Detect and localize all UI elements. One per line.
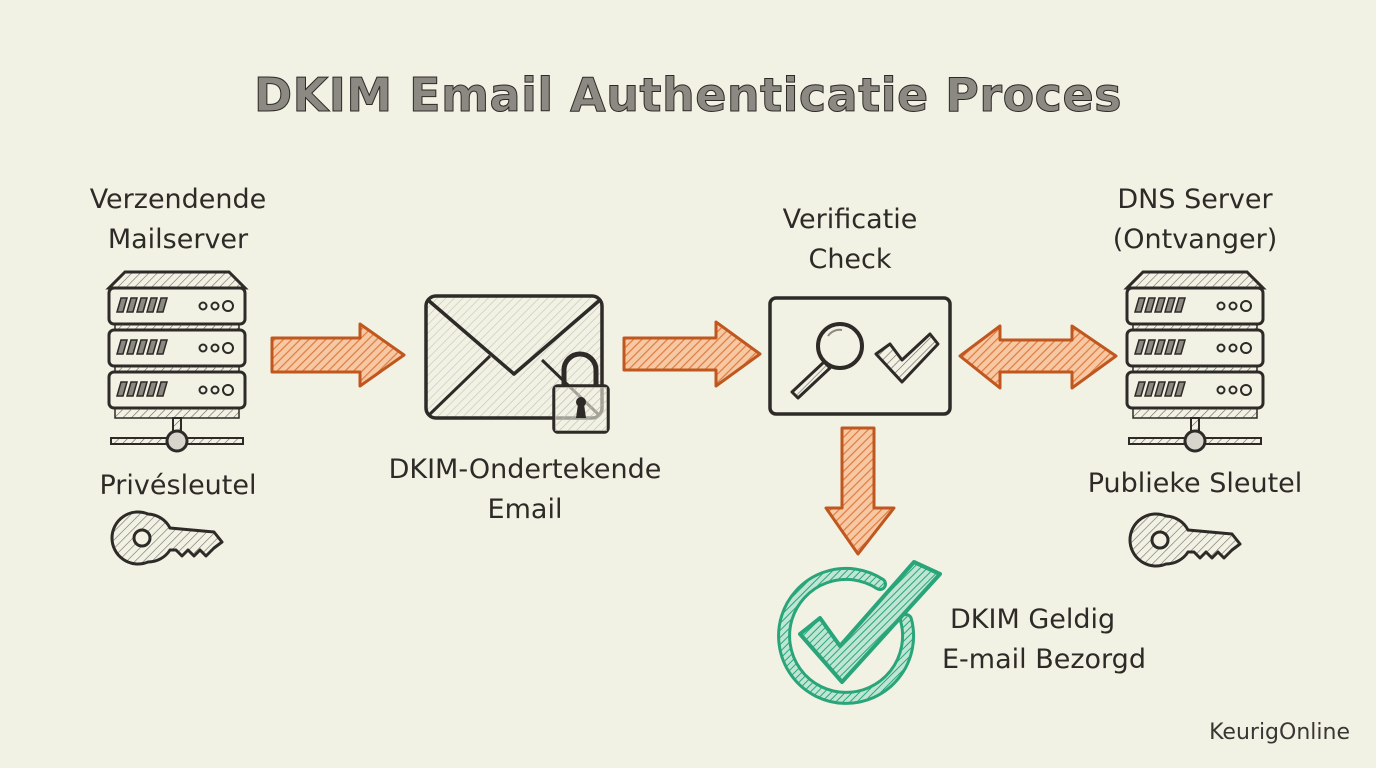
envelope-lock-icon <box>424 294 610 434</box>
result-label-line2: E-mail Bezorgd <box>942 644 1146 675</box>
public-key-label: Publieke Sleutel <box>1087 468 1303 499</box>
sender-label-line1: Verzendende <box>89 184 267 215</box>
private-key-icon <box>110 510 224 566</box>
magnifier-icon <box>790 322 864 400</box>
arrow-verification-dns-bidirectional <box>958 324 1118 390</box>
public-key-icon <box>1128 512 1242 568</box>
private-key-label: Privésleutel <box>99 470 257 501</box>
result-label: DKIM Geldig E-mail Bezorgd <box>930 600 1190 680</box>
sender-server-icon <box>107 270 247 453</box>
verification-box <box>768 296 952 416</box>
arrow-email-to-verification <box>622 320 762 388</box>
diagram-title: DKIM Email Authenticatie Proces <box>253 68 1123 123</box>
dns-server-label-line2: (Ontvanger) <box>1112 224 1278 255</box>
sender-label-line2: Mailserver <box>107 224 249 255</box>
verification-label-line2: Check <box>808 244 892 275</box>
signed-email-label: DKIM-Ondertekende Email <box>340 450 710 530</box>
arrow-verification-to-result <box>824 426 896 556</box>
verification-label: Verificatie Check <box>730 200 970 280</box>
signed-email-label-line2: Email <box>487 494 563 525</box>
watermark-brand: KeurigOnline <box>1209 720 1350 745</box>
dns-server-icon <box>1125 270 1265 453</box>
signed-email-label-line1: DKIM-Ondertekende <box>388 454 662 485</box>
verification-label-line1: Verificatie <box>782 204 918 235</box>
sender-label: Verzendende Mailserver <box>48 180 308 260</box>
check-icon <box>874 332 940 384</box>
dns-server-label: DNS Server (Ontvanger) <box>1060 180 1330 260</box>
green-check-circle-icon <box>777 560 942 705</box>
arrow-sender-to-email <box>270 322 406 388</box>
result-label-line1: DKIM Geldig <box>950 604 1116 635</box>
dns-server-label-line1: DNS Server <box>1117 184 1273 215</box>
